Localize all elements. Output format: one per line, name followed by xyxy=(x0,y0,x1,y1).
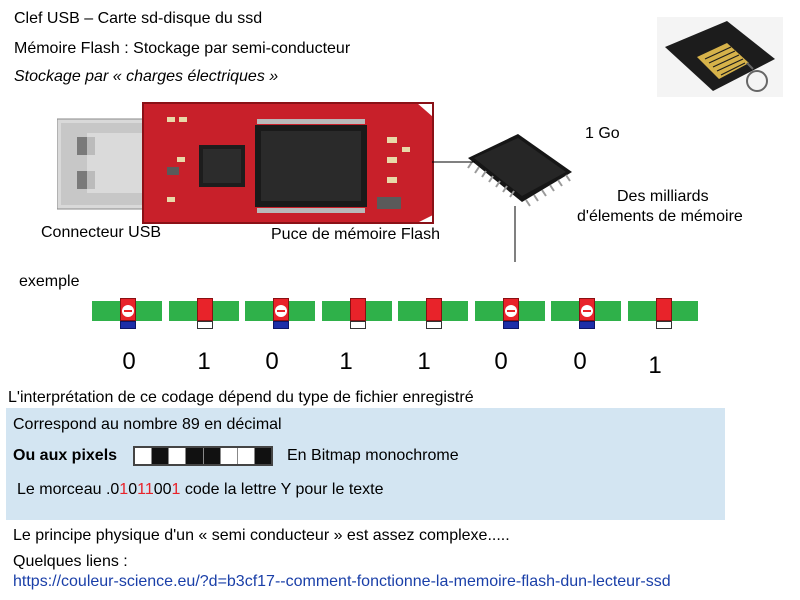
letter-bit-segment: 00 xyxy=(153,481,172,498)
flash-chip-image xyxy=(467,134,572,207)
letter-suffix: code la lettre Y pour le texte xyxy=(180,481,384,498)
bit-digit: 0 xyxy=(265,348,279,375)
pixel-strip xyxy=(133,446,273,466)
letter-text: Le morceau .01011001 code la lettre Y po… xyxy=(17,481,384,499)
letter-bit-segment: 0 xyxy=(128,481,138,498)
bit-digit: 1 xyxy=(417,348,431,375)
bit-digit: 1 xyxy=(648,352,662,379)
bitmap-text: En Bitmap monochrome xyxy=(287,447,459,464)
pixels-label: Ou aux pixels xyxy=(13,447,118,464)
bit-cell xyxy=(474,298,545,330)
pixel xyxy=(186,448,204,464)
decimal-text: Correspond au nombre 89 en décimal xyxy=(13,416,282,433)
pixel xyxy=(254,448,271,464)
letter-bit-segment: 11 xyxy=(137,481,154,498)
pixel xyxy=(152,448,170,464)
billions-label-2: d'élements de mémoire xyxy=(577,208,743,225)
bit-cells-row xyxy=(92,298,698,330)
pixel xyxy=(169,448,187,464)
title-line-1: Clef USB – Carte sd-disque du ssd xyxy=(14,10,263,27)
bit-cell xyxy=(92,298,162,330)
letter-bits: 01011001 xyxy=(110,481,180,498)
bit-digit: 0 xyxy=(122,348,136,375)
letter-prefix: Le morceau . xyxy=(17,481,111,498)
pixel xyxy=(135,448,153,464)
interpretation-box xyxy=(6,408,725,520)
bit-digit: 1 xyxy=(339,348,353,375)
capacity-label: 1 Go xyxy=(585,125,620,142)
example-label: exemple xyxy=(19,273,80,290)
interpretation-text: L'interprétation de ce codage dépend du … xyxy=(8,389,474,406)
bit-digit: 0 xyxy=(494,348,508,375)
billions-label-1: Des milliards xyxy=(617,188,709,205)
letter-bit-segment: 1 xyxy=(119,481,129,498)
reference-link[interactable]: https://couleur-science.eu/?d=b3cf17--co… xyxy=(13,573,671,590)
bit-cell xyxy=(398,298,468,330)
pixel xyxy=(238,448,255,464)
usb-key-image xyxy=(57,102,434,224)
principle-text: Le principe physique d'un « semi conduct… xyxy=(13,527,510,544)
flash-chip-label: Puce de mémoire Flash xyxy=(271,226,440,243)
bit-digit: 0 xyxy=(573,348,587,375)
bit-digit: 1 xyxy=(197,348,211,375)
letter-bit-segment: 1 xyxy=(171,481,181,498)
pixel xyxy=(221,448,238,464)
usb-connector-label: Connecteur USB xyxy=(41,224,162,241)
bit-cell xyxy=(321,298,392,330)
bit-cell xyxy=(168,298,239,330)
pixel xyxy=(203,448,221,464)
title-line-2: Mémoire Flash : Stockage par semi-conduc… xyxy=(14,40,351,57)
bit-cell xyxy=(551,298,621,330)
bit-cell xyxy=(245,298,315,330)
sd-card-image xyxy=(657,17,783,97)
links-label: Quelques liens : xyxy=(13,553,128,570)
letter-bit-segment: 0 xyxy=(110,481,120,498)
title-line-3: Stockage par « charges électriques » xyxy=(14,68,279,85)
bit-cell xyxy=(627,298,698,330)
